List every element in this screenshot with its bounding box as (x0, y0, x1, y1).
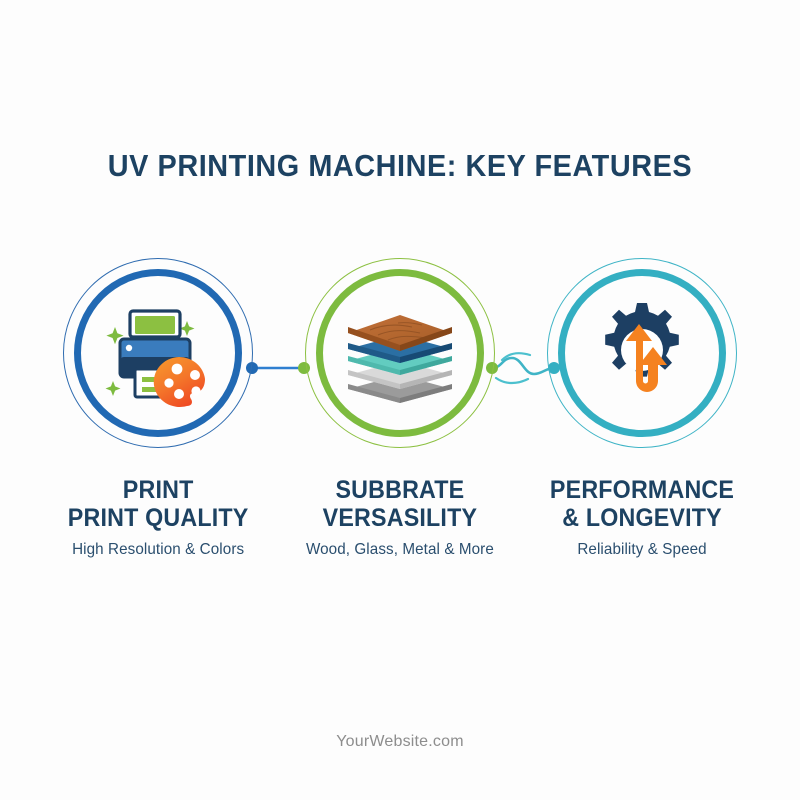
outer-ring (305, 258, 495, 448)
heading-line-2: PRINT QUALITY (67, 504, 249, 532)
material-layers-icon (316, 269, 484, 437)
feature-circle-print-quality (63, 258, 253, 448)
feature-circle-substrate-versatility (305, 258, 495, 448)
feature-column-print-quality: PRINT PRINT QUALITY High Resolution & Co… (38, 258, 278, 588)
heading-line-2: & LONGEVITY (562, 504, 722, 532)
feature-text-print-quality: PRINT PRINT QUALITY High Resolution & Co… (61, 476, 255, 559)
features-row: PRINT PRINT QUALITY High Resolution & Co… (0, 258, 800, 588)
gear-arrows-icon (558, 269, 726, 437)
feature-column-substrate-versatility: SUBBRATE VERSASILITY Wood, Glass, Metal … (280, 258, 520, 588)
feature-text-substrate-versatility: SUBBRATE VERSASILITY Wood, Glass, Metal … (301, 476, 499, 559)
footer-website: YourWebsite.com (336, 733, 464, 750)
printer-palette-icon (74, 269, 242, 437)
heading-line-1: SUBBRATE (335, 476, 465, 504)
feature-subtitle: Wood, Glass, Metal & More (306, 541, 494, 558)
feature-heading: SUBBRATE VERSASILITY (308, 476, 492, 532)
heading-line-1: PRINT (122, 476, 194, 504)
feature-subtitle: Reliability & Speed (577, 541, 707, 558)
feature-circle-performance-longevity (547, 258, 737, 448)
feature-subtitle: High Resolution & Colors (71, 541, 245, 558)
page-title: UV PRINTING MACHINE: KEY FEATURES (107, 148, 693, 183)
outer-ring (547, 258, 737, 448)
feature-heading: PRINT PRINT QUALITY (68, 476, 249, 532)
feature-heading: PERFORMANCE & LONGEVITY (550, 476, 734, 532)
feature-column-performance-longevity: PERFORMANCE & LONGEVITY Reliability & Sp… (522, 258, 762, 588)
heading-line-2: VERSASILITY (322, 504, 478, 532)
outer-ring (63, 258, 253, 448)
feature-text-performance-longevity: PERFORMANCE & LONGEVITY Reliability & Sp… (543, 476, 741, 559)
heading-line-1: PERFORMANCE (549, 476, 735, 504)
